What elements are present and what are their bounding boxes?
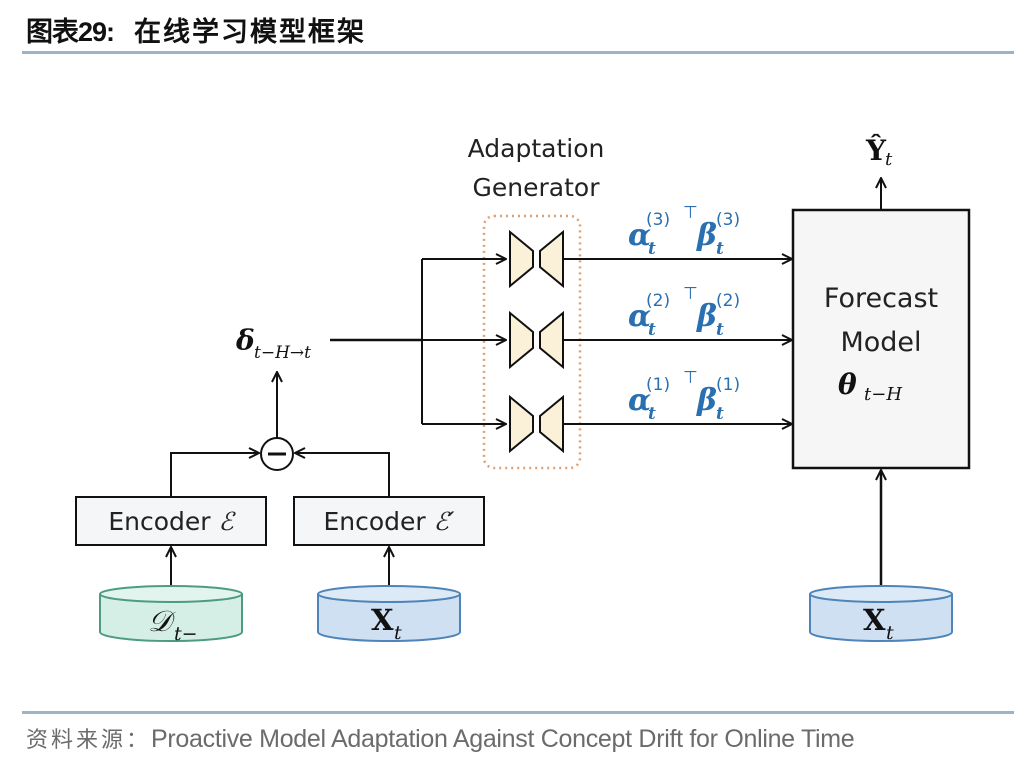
alpha-3-sup: (3)	[646, 210, 670, 230]
beta-2-sub: t	[716, 320, 724, 340]
forecast-input-x-sub: t	[886, 622, 894, 644]
cylinder-top	[99, 585, 243, 603]
transpose-1: ⊤	[683, 368, 698, 388]
cylinder-top	[317, 585, 461, 603]
adaptation-generator-box	[482, 214, 582, 470]
beta-3-sub: t	[716, 239, 724, 259]
alpha-1: α	[628, 383, 651, 418]
forecast-model-label-1: Forecast	[824, 283, 938, 314]
output-y-hat-sub: t	[885, 149, 893, 170]
formula-2: α t (2) ⊤ β t (2)	[628, 284, 740, 340]
adapter-3	[509, 229, 564, 289]
beta-1-sub: t	[716, 404, 724, 424]
formula-3: α t (3) ⊤ β t (3)	[628, 203, 740, 259]
figure-title-text: 在线学习模型框架	[134, 17, 367, 48]
encoder-1-label: Encoder ℰ	[108, 507, 236, 536]
cylinder-body	[99, 594, 243, 642]
adapter-1	[509, 394, 564, 454]
alpha-2: α	[628, 299, 651, 334]
figure-label: 图表29:	[26, 17, 115, 47]
beta-1: β	[696, 383, 717, 418]
beta-2-sup: (2)	[716, 291, 740, 311]
alpha-2-sup: (2)	[646, 291, 670, 311]
adapter-1-decoder-half	[539, 394, 564, 454]
adapter-2-encoder-half	[509, 310, 534, 370]
delta-symbol: δ	[235, 324, 255, 357]
transpose-2: ⊤	[683, 284, 698, 304]
alpha-1-sup: (1)	[646, 375, 670, 395]
adapter-2	[509, 310, 564, 370]
adapter-3-encoder-half	[509, 229, 534, 289]
figure-title: 图表29: 在线学习模型框架	[26, 10, 366, 50]
beta-1-sup: (1)	[716, 375, 740, 395]
beta-2: β	[696, 299, 717, 334]
adaptation-generator-label-2: Generator	[473, 173, 601, 202]
cylinder-body	[317, 594, 461, 642]
alpha-3-sub: t	[648, 239, 656, 259]
theta-subscript: t−H	[864, 384, 902, 405]
forecast-model-label-2: Model	[840, 327, 921, 358]
adapter-3-decoder-half	[539, 229, 564, 289]
theta-symbol: θ	[838, 368, 857, 401]
transpose-3: ⊤	[683, 203, 698, 223]
input-current-symbol: X	[371, 603, 394, 637]
source-text: Proactive Model Adaptation Against Conce…	[151, 725, 855, 753]
cylinder-top	[809, 585, 953, 603]
alpha-1-sub: t	[648, 404, 656, 424]
forecast-input-x: X	[863, 603, 886, 637]
encoder-2-label: Encoder ℰ′	[324, 507, 455, 536]
adapter-2-decoder-half	[539, 310, 564, 370]
adapter-1-encoder-half	[509, 394, 534, 454]
encoder-1-box	[75, 496, 267, 546]
bottom-divider	[22, 711, 1014, 714]
forecast-input-cylinder	[809, 585, 953, 642]
source-note: 资料来源：Proactive Model Adaptation Against …	[26, 722, 855, 754]
top-divider	[22, 51, 1014, 54]
alpha-2-sub: t	[648, 320, 656, 340]
formula-1: α t (1) ⊤ β t (1)	[628, 368, 740, 424]
encoder-1-to-subtract	[170, 453, 259, 496]
beta-3: β	[696, 218, 717, 253]
forecast-model-box	[791, 208, 971, 470]
encoder-2-box	[293, 496, 485, 546]
adaptation-generator-label-1: Adaptation	[468, 134, 605, 163]
encoder-2-to-subtract	[295, 453, 390, 496]
delta-subscript: t−H→t	[254, 343, 311, 363]
input-current-sub: t	[394, 622, 402, 644]
input-history-sub: t−	[174, 623, 198, 645]
alpha-3: α	[628, 218, 651, 253]
input-cylinder-history	[99, 585, 243, 642]
source-label: 资料来源：	[26, 728, 152, 753]
beta-3-sup: (3)	[716, 210, 740, 230]
cylinder-body	[809, 594, 953, 642]
input-cylinder-current	[317, 585, 461, 642]
output-y-hat: Ŷ	[865, 134, 887, 167]
